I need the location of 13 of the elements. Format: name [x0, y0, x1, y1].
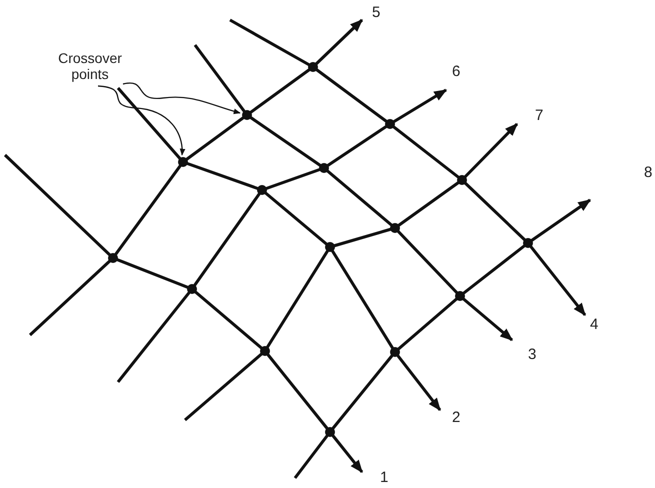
callout-number: 6	[452, 64, 460, 79]
callout-number: 4	[590, 317, 598, 332]
callout-number: 7	[535, 108, 544, 123]
leader-arrow	[98, 85, 185, 156]
crossover-dot	[242, 110, 252, 120]
crossover-dot	[178, 157, 188, 167]
callout-number: 5	[372, 5, 380, 20]
callout-number: 2	[452, 410, 460, 425]
leader-arrow	[122, 82, 241, 114]
callout-number: 8	[644, 165, 652, 180]
callout-text: Crossover points	[45, 50, 135, 82]
callout-number: 3	[528, 347, 536, 362]
callout-number: 1	[380, 470, 388, 485]
